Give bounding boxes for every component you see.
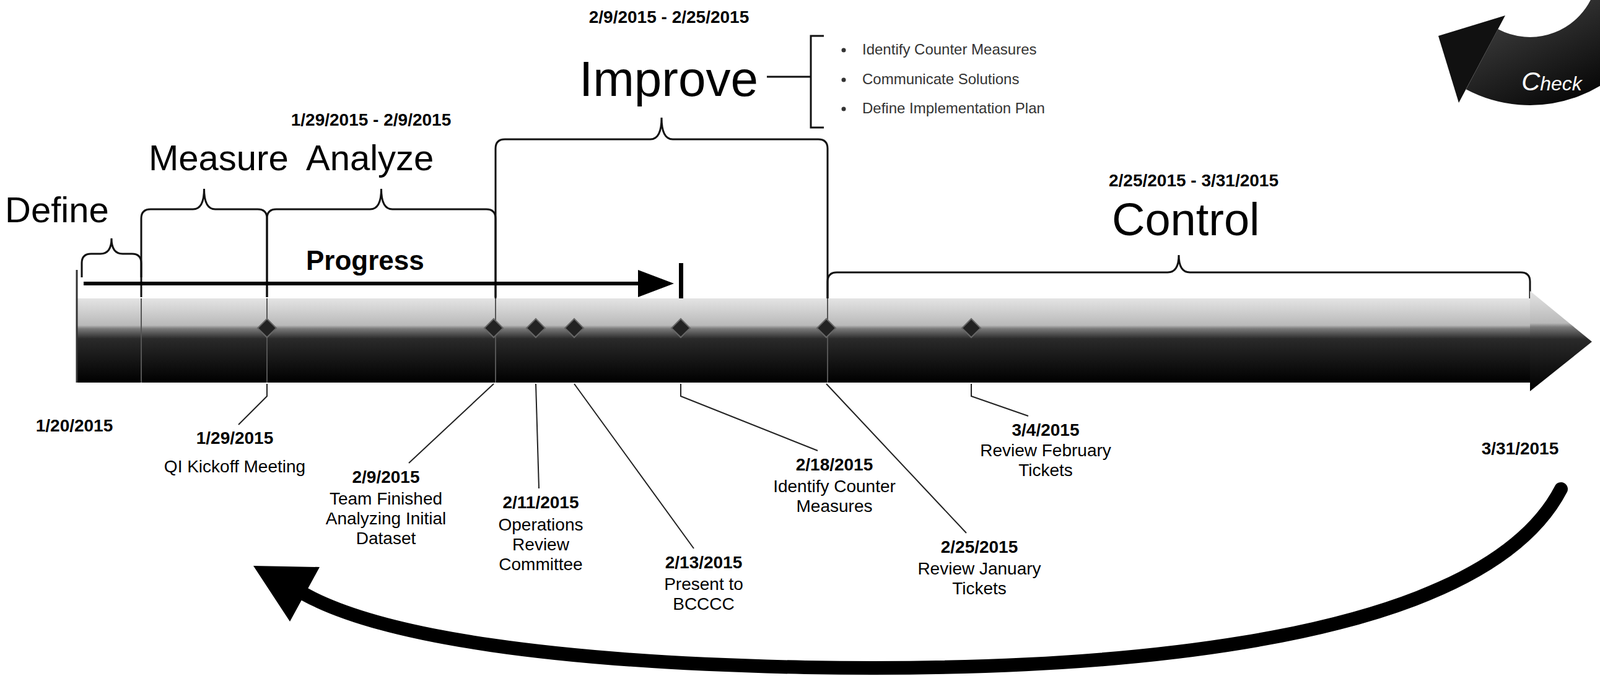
milestone-date: 2/25/2015	[917, 537, 1042, 558]
timeline-bar	[76, 270, 1592, 392]
milestone-desc: Operations Review Committee	[488, 515, 594, 576]
cycle-label: Check	[1514, 66, 1589, 97]
bullet-item: Define Implementation Plan	[862, 99, 1045, 118]
return-arrow	[253, 489, 1561, 669]
milestone-diamonds	[257, 319, 981, 338]
milestone-desc: Present to BCCCC	[654, 574, 754, 615]
milestone-date: 1/20/2015	[12, 416, 137, 437]
progress-label: Progress	[306, 245, 425, 277]
milestone-desc: Team Finished Analyzing Initial Dataset	[317, 489, 455, 550]
phase-title: Analyze	[306, 137, 434, 180]
leader-lines	[238, 384, 1029, 549]
phase-title: Define	[4, 189, 110, 232]
phase-braces	[81, 117, 1531, 303]
milestone-desc: QI Kickoff Meeting	[132, 457, 337, 477]
phase-title: Control	[1111, 193, 1260, 246]
milestone-desc: Review February Tickets	[971, 441, 1120, 481]
phase-title: Improve	[579, 50, 759, 108]
bullet-dots	[841, 48, 847, 112]
bullet-bracket	[766, 35, 824, 128]
date-range: 1/29/2015 - 2/9/2015	[247, 110, 495, 131]
cycle-graphic	[1438, 3, 1600, 103]
milestone-date: 3/31/2015	[1458, 439, 1583, 460]
milestone-date: 2/9/2015	[323, 467, 448, 488]
bullet-item: Communicate Solutions	[862, 70, 1019, 88]
milestone-desc: Review January Tickets	[911, 559, 1048, 599]
milestone-date: 1/29/2015	[172, 428, 297, 449]
milestone-date: 2/13/2015	[641, 553, 766, 573]
milestone-date: 3/4/2015	[983, 420, 1108, 441]
date-range: 2/9/2015 - 2/25/2015	[545, 7, 793, 28]
milestone-date: 2/11/2015	[478, 493, 603, 513]
milestone-desc: Identify Counter Measures	[760, 476, 909, 517]
phase-title: Measure	[148, 137, 289, 180]
date-range: 2/25/2015 - 3/31/2015	[1069, 170, 1318, 191]
milestone-date: 2/18/2015	[772, 455, 897, 476]
bullet-item: Identify Counter Measures	[862, 40, 1037, 59]
